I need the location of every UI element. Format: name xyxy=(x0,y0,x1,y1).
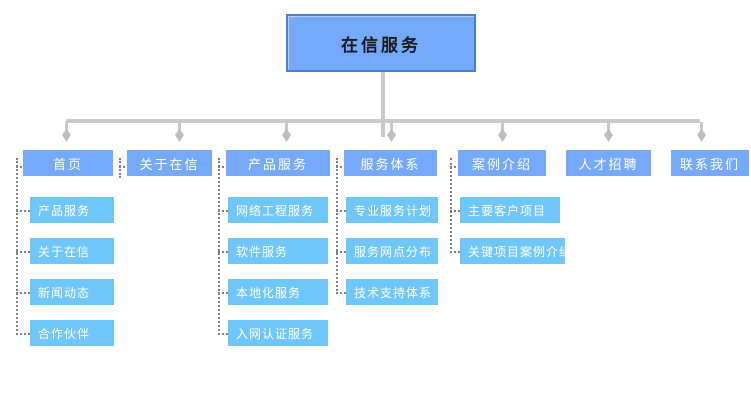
branch-node-about[interactable]: 关于在信 xyxy=(127,150,212,176)
dotted-stub xyxy=(218,251,228,253)
dotted-stub xyxy=(218,333,228,335)
leaf-node[interactable]: 服务网点分布 xyxy=(346,238,438,264)
branch-node-cases[interactable]: 案例介绍 xyxy=(458,150,546,176)
dotted-stub xyxy=(16,210,30,212)
leaf-node[interactable]: 软件服务 xyxy=(228,238,328,264)
dotted-trunk xyxy=(218,158,220,335)
branch-drop-marker xyxy=(282,129,291,142)
branch-drop-stem xyxy=(607,122,610,132)
branch-drop-stem xyxy=(390,122,393,132)
leaf-node[interactable]: 新闻动态 xyxy=(30,279,114,305)
dotted-stub xyxy=(218,292,228,294)
branch-drop-marker xyxy=(498,129,507,142)
dotted-stub xyxy=(450,251,460,253)
dotted-stub xyxy=(450,210,460,212)
dotted-trunk xyxy=(119,158,121,178)
branch-node-home[interactable]: 首页 xyxy=(23,150,113,176)
branch-node-service-system[interactable]: 服务体系 xyxy=(344,150,437,176)
dotted-stub xyxy=(218,210,228,212)
branch-drop-marker xyxy=(175,129,184,142)
leaf-node[interactable]: 产品服务 xyxy=(30,197,114,223)
branch-drop-stem xyxy=(65,122,68,132)
horizontal-distribution-bar xyxy=(66,119,700,123)
leaf-node[interactable]: 关键项目案例介绍 xyxy=(460,238,571,264)
dotted-stub xyxy=(16,333,30,335)
branch-drop-marker xyxy=(387,129,396,142)
leaf-node[interactable]: 专业服务计划 xyxy=(346,197,438,223)
branch-drop-marker xyxy=(62,129,71,142)
leaf-node[interactable]: 本地化服务 xyxy=(228,279,328,305)
root-node[interactable]: 在信服务 xyxy=(286,14,476,72)
leaf-node[interactable]: 入网认证服务 xyxy=(228,320,328,346)
root-stem-line xyxy=(381,72,385,137)
dotted-trunk xyxy=(450,158,452,253)
branch-node-contact[interactable]: 联系我们 xyxy=(671,150,749,176)
leaf-node[interactable]: 网络工程服务 xyxy=(228,197,328,223)
branch-drop-marker xyxy=(604,129,613,142)
dotted-trunk xyxy=(336,158,338,294)
leaf-node[interactable]: 合作伙伴 xyxy=(30,320,114,346)
leaf-node[interactable]: 主要客户项目 xyxy=(460,197,560,223)
branch-drop-marker xyxy=(697,129,706,142)
branch-drop-stem xyxy=(285,122,288,132)
branch-drop-stem xyxy=(178,122,181,132)
dotted-stub xyxy=(336,292,346,294)
branch-node-recruitment[interactable]: 人才招聘 xyxy=(566,150,651,176)
dotted-trunk xyxy=(16,158,18,335)
leaf-node[interactable]: 关于在信 xyxy=(30,238,114,264)
branch-drop-stem xyxy=(501,122,504,132)
leaf-node[interactable]: 技术支持体系 xyxy=(346,279,438,305)
branch-node-products[interactable]: 产品服务 xyxy=(226,150,330,176)
dotted-stub xyxy=(16,251,30,253)
branch-drop-stem xyxy=(700,122,703,132)
dotted-stub xyxy=(16,292,30,294)
dotted-stub xyxy=(336,251,346,253)
dotted-stub xyxy=(336,210,346,212)
